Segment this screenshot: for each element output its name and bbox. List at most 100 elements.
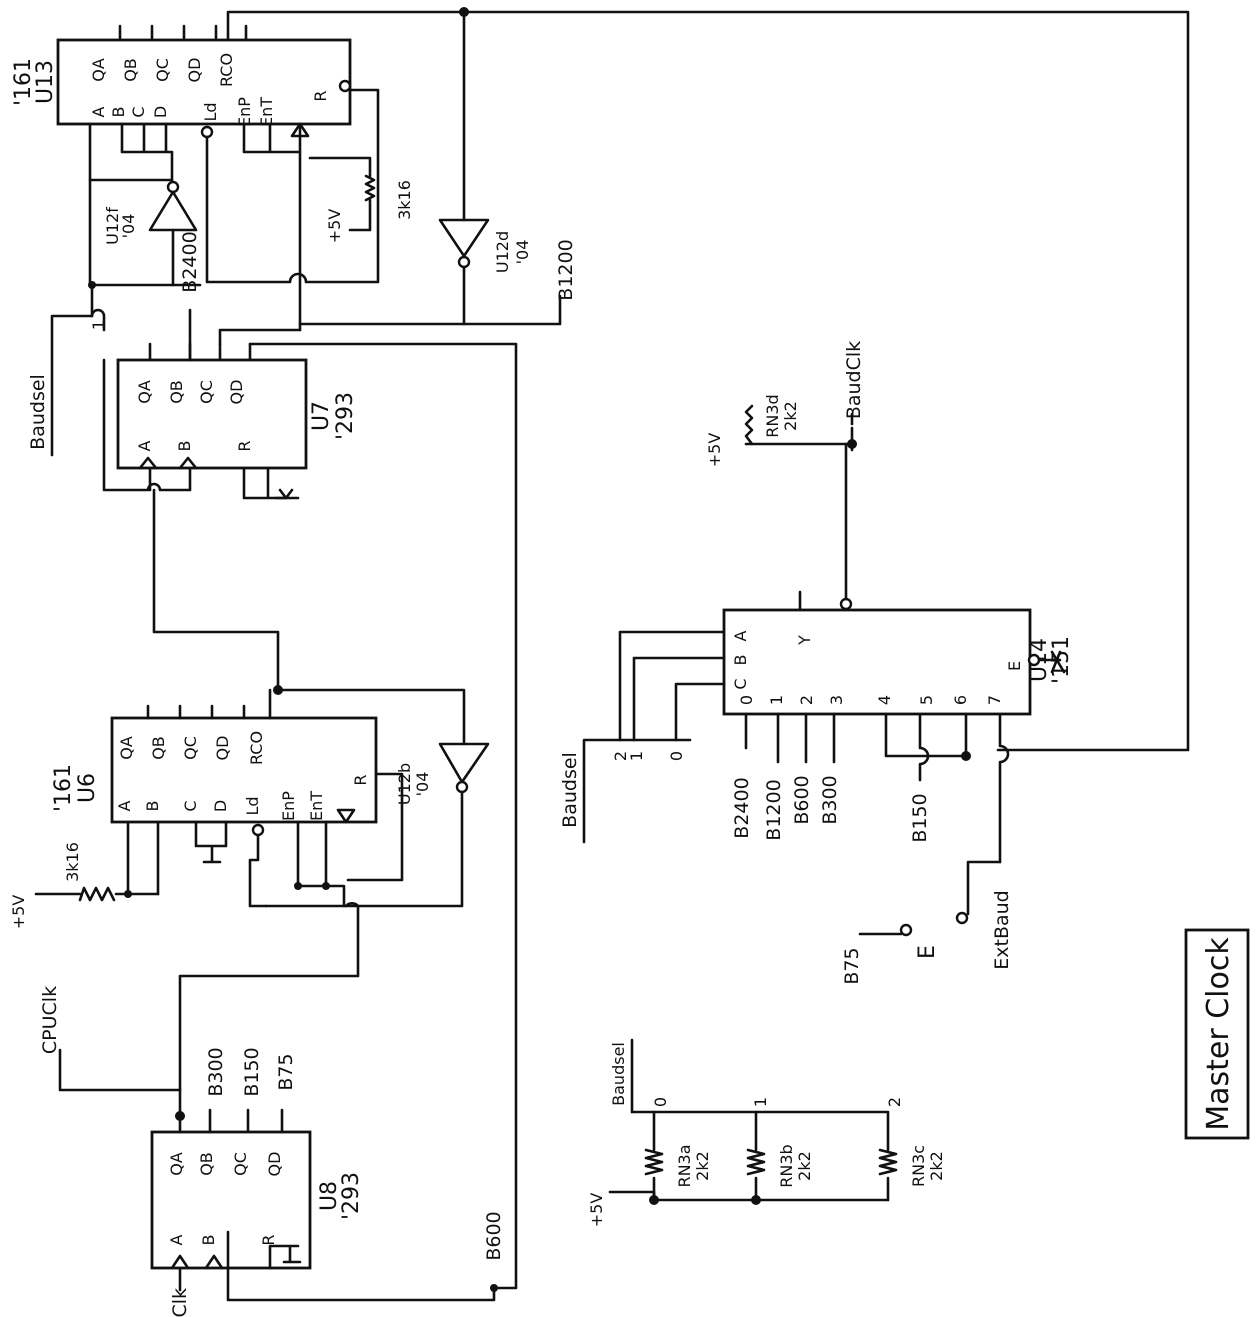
u13-pin-c: C	[129, 106, 148, 117]
u12d-type: '04	[513, 240, 532, 265]
chip-u13: QA QB QC QD RCO A B C D Ld EnP EnT R '16…	[11, 24, 352, 138]
pullup-bit-0: 0	[651, 1097, 670, 1107]
u8-pin-qd: QD	[265, 1152, 284, 1177]
u14-pin-a: A	[731, 630, 750, 641]
u13-ref: U13	[33, 60, 58, 104]
u6-pin-qb: QB	[149, 736, 168, 760]
pullup-bit-1: 1	[751, 1097, 770, 1107]
u6-pin-ent: EnT	[307, 791, 326, 821]
u6-ref: U6	[75, 773, 100, 803]
u6-pin-c: C	[181, 800, 200, 811]
u6-pin-qa: QA	[117, 736, 136, 760]
u6-pin-r: R	[351, 774, 370, 785]
u6-pin-ld: Ld	[243, 796, 262, 815]
rn3d-ref: RN3d	[763, 394, 782, 437]
u7-pin-r: R	[235, 440, 254, 451]
u13-pin-r: R	[311, 90, 330, 101]
u13-pin-d: D	[151, 106, 170, 118]
label-b1200-top: B1200	[555, 239, 577, 300]
label-baudsel-bit: 1	[89, 320, 108, 330]
rn3a-ref: RN3a	[675, 1144, 694, 1187]
chip-u6: QA QB QC QD RCO A B C D Ld EnP EnT R '16…	[51, 688, 378, 824]
u13-pin-enp: EnP	[235, 97, 254, 127]
u13-body	[56, 38, 352, 126]
rn3a-value: 2k2	[693, 1151, 712, 1181]
u13-pin-ent: EnT	[257, 97, 276, 127]
resistor-3k16-top: +5V 3k16	[308, 156, 414, 244]
pullup-bit-2: 2	[885, 1097, 904, 1107]
mux-bit-1: 1	[627, 751, 646, 761]
u6-pin-qd: QD	[213, 736, 232, 761]
label-b300-u8: B300	[205, 1047, 227, 1096]
label-b75-switch: B75	[841, 947, 863, 984]
u6-type: '161	[51, 764, 76, 812]
u7-pin-b: B	[175, 441, 194, 452]
label-baudsel-top: Baudsel	[27, 374, 49, 450]
mux-bit-2: 2	[611, 751, 630, 761]
u12b-ref: U12b	[395, 763, 414, 805]
u6-res-value: 3k16	[63, 842, 82, 882]
rn3d-5v: +5V	[705, 433, 724, 468]
u14-pin-4: 4	[875, 695, 894, 705]
label-baudsel-mux: Baudsel	[559, 752, 581, 828]
rn3b-value: 2k2	[795, 1151, 814, 1181]
label-b150-u8: B150	[241, 1047, 263, 1096]
label-mclk: MClk	[169, 1288, 191, 1317]
u8-type: '293	[339, 1172, 364, 1220]
u14-pin-e: E	[1005, 661, 1024, 671]
u6-pin-b: B	[143, 801, 162, 812]
page-title: Master Clock	[1201, 937, 1236, 1131]
u6-pin-qc: QC	[181, 736, 200, 760]
u14-pin-3: 3	[827, 695, 846, 705]
u13-res-5v: +5V	[325, 209, 344, 244]
rn3b-ref: RN3b	[777, 1144, 796, 1187]
chip-u8: QA QB QC QD A B R U8 '293	[150, 1108, 364, 1270]
label-baudclk: BaudClk	[843, 341, 865, 419]
chip-u7: QA QB QC QD A B R U7 '293	[116, 342, 358, 470]
label-extbaud: ExtBaud	[991, 890, 1013, 969]
u6-pin-d: D	[211, 800, 230, 812]
u12f-ref: U12f	[103, 207, 122, 245]
u7-pin-qb: QB	[167, 380, 186, 404]
u8-pin-a: A	[167, 1234, 186, 1245]
u8-pin-qc: QC	[231, 1152, 250, 1176]
u8-pin-b: B	[199, 1235, 218, 1246]
u13-pin-ld: Ld	[201, 102, 220, 121]
label-baudsel-pullup: Baudsel	[609, 1042, 628, 1106]
u14-pin-2: 2	[797, 695, 816, 705]
u13-pin-a: A	[89, 106, 108, 117]
u8-pin-qa: QA	[167, 1152, 186, 1176]
u7-type: '293	[333, 392, 358, 440]
label-b300-mux: B300	[819, 775, 841, 824]
rn3d-value: 2k2	[781, 401, 800, 431]
u12b-type: '04	[413, 772, 432, 797]
u8-pin-qb: QB	[197, 1152, 216, 1176]
u14-pin-b: B	[731, 655, 750, 666]
u13-pin-rco: RCO	[217, 53, 236, 87]
label-cpuclk: CPUClk	[39, 986, 61, 1054]
u13-pin-qc: QC	[153, 58, 172, 82]
label-b600: B600	[483, 1211, 505, 1260]
label-b75-u8: B75	[275, 1053, 297, 1090]
rn3c-ref: RN3c	[909, 1145, 928, 1187]
label-b2400-mux: B2400	[731, 777, 753, 838]
inverter-u12b: U12b '04	[344, 742, 490, 908]
u7-ref: U7	[309, 401, 334, 431]
mux-bit-0: 0	[667, 751, 686, 761]
inverter-u12d: U12d '04	[438, 10, 532, 326]
u8-ref: U8	[317, 1181, 342, 1211]
u8-body	[150, 1130, 312, 1270]
u6-pin-enp: EnP	[279, 791, 298, 821]
switch-label: E	[915, 945, 940, 959]
u14-pin-0: 0	[737, 695, 756, 705]
u14-pin-5: 5	[917, 695, 936, 705]
u13-type: '161	[11, 58, 36, 106]
u13-pin-qb: QB	[121, 58, 140, 82]
inverter-u12f: U12f '04	[103, 180, 198, 287]
u13-pin-qa: QA	[89, 58, 108, 82]
u7-pin-qc: QC	[197, 380, 216, 404]
u13-pin-qd: QD	[185, 58, 204, 83]
u12d-ref: U12d	[493, 231, 512, 273]
u7-body	[116, 358, 308, 470]
